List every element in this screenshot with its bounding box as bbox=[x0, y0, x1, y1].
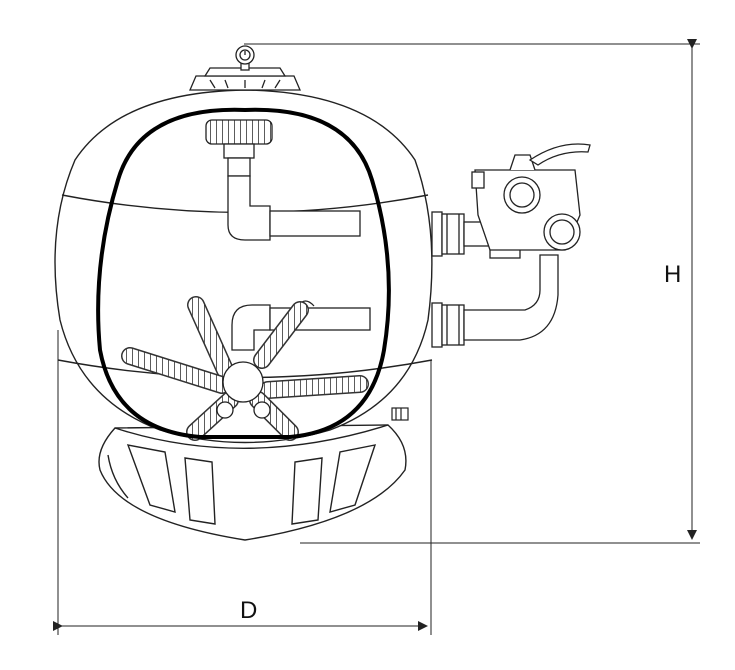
pressure-gauge-icon bbox=[235, 45, 255, 71]
dimension-lines bbox=[53, 39, 700, 635]
lateral-hub bbox=[216, 361, 271, 419]
top-diffuser bbox=[205, 119, 361, 241]
drain-plug bbox=[391, 407, 409, 421]
multiport-valve bbox=[471, 143, 591, 251]
depth-label: D bbox=[240, 597, 258, 624]
height-label: H bbox=[664, 261, 682, 288]
filter-base bbox=[98, 424, 407, 541]
sand-bed-outline bbox=[96, 107, 391, 439]
tank-lid bbox=[189, 67, 301, 91]
